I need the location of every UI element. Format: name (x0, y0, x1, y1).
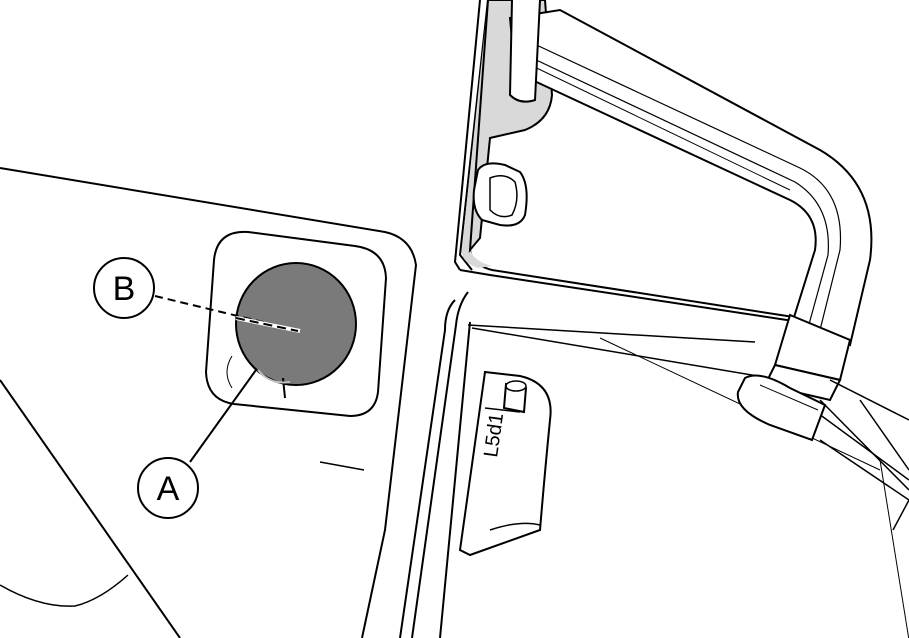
callout-b-label: B (113, 270, 136, 308)
hinge-bolt (472, 162, 528, 227)
callout-b: B (93, 257, 155, 319)
callout-a-label: A (157, 470, 180, 508)
callout-a: A (137, 457, 199, 519)
hinge-arm (508, 0, 873, 347)
hinge-pin (502, 380, 528, 414)
door-opening: L5d1 (458, 370, 552, 557)
leader-lines (154, 295, 301, 463)
drain-plug (235, 262, 357, 399)
hinge-collar (736, 313, 852, 442)
linkage (819, 379, 909, 638)
leader-a (189, 369, 257, 463)
